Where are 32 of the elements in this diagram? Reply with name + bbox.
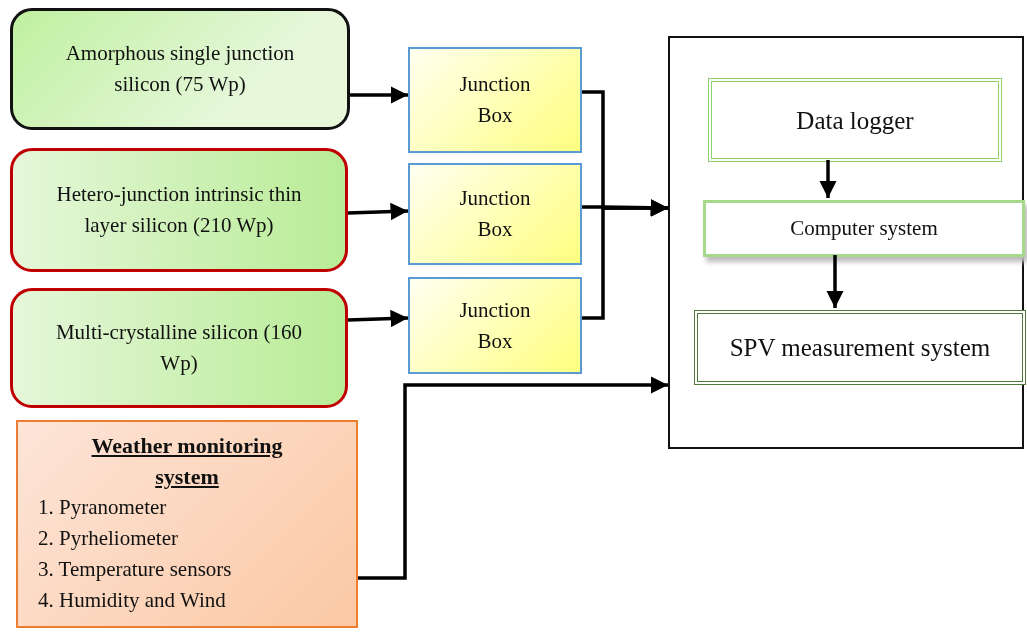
node-label: Computer system <box>790 215 938 242</box>
module-box <box>10 8 350 130</box>
node-label: Data logger <box>796 105 914 136</box>
arrow <box>347 309 409 328</box>
process-box <box>708 78 1002 162</box>
module-box <box>10 288 348 408</box>
arrow <box>350 86 408 104</box>
node-label: Junction Box <box>458 185 532 243</box>
node-label: Hetero-junction intrinsic thin layer silicon (210 Wp) <box>55 181 303 239</box>
module-box <box>10 148 348 272</box>
node-label: Junction Box <box>458 71 532 129</box>
node-label: SPV measurement system <box>729 333 991 363</box>
arrow <box>347 202 409 221</box>
arrow <box>826 255 844 308</box>
heading: Weather monitoring system <box>90 432 284 491</box>
weather-box <box>16 420 358 628</box>
system-box <box>668 36 1024 449</box>
list-item: 1. Pyranometer <box>38 494 167 521</box>
junction-box <box>408 47 582 153</box>
junction-box <box>408 163 582 265</box>
node-label: Multi-crystalline silicon (160 Wp) <box>54 319 304 377</box>
process-box <box>703 200 1025 257</box>
process-box <box>694 310 1026 385</box>
node-label: Amorphous single junction silicon (75 Wp) <box>64 40 296 98</box>
list-item: 3. Temperature sensors <box>38 556 232 583</box>
arrow <box>358 376 668 580</box>
node-label: Junction Box <box>458 296 532 355</box>
list-item: 4. Humidity and Wind <box>38 587 226 614</box>
arrow <box>582 199 668 320</box>
junction-box <box>408 277 582 374</box>
arrow <box>819 160 837 198</box>
list-item: 2. Pyrheliometer <box>38 525 178 552</box>
